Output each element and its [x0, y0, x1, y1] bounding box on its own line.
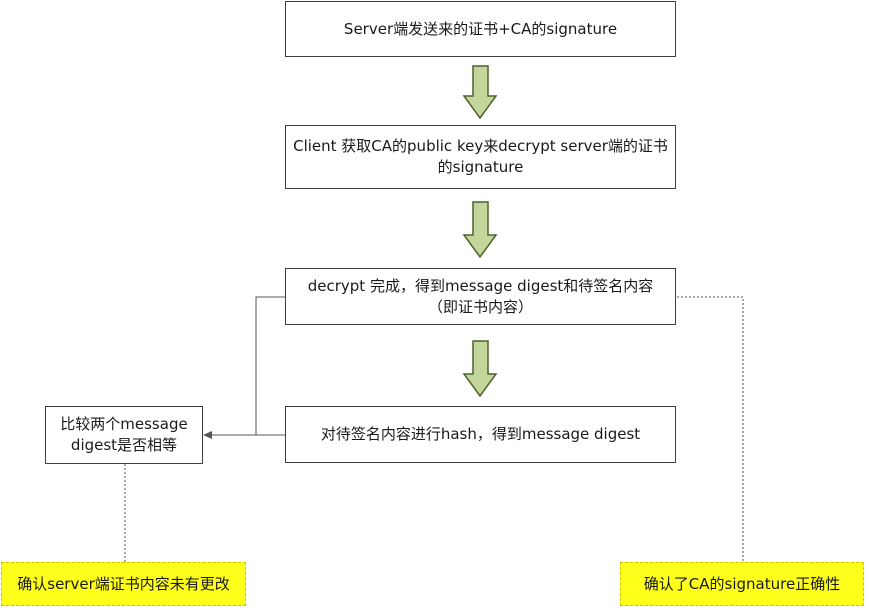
step-3-text-line-2: （即证书内容） [427, 297, 533, 316]
step-hash-content: 对待签名内容进行hash，得到message digest [285, 406, 676, 463]
compare-text-line-2: digest是否相等 [70, 436, 178, 454]
step-1-text: Server端发送来的证书+CA的signature [343, 19, 618, 38]
dashed-connector-decrypt-to-right-note [677, 296, 744, 563]
step-2-text-line-2: 的signature [437, 158, 524, 176]
flow-arrow-down-3 [462, 340, 498, 398]
note-certificate-unchanged: 确认server端证书内容未有更改 [1, 562, 246, 606]
connector-decrypt-to-compare [210, 296, 285, 436]
step-decrypt-complete: decrypt 完成，得到message digest和待签名内容 （即证书内容… [285, 268, 676, 325]
note-left-text: 确认server端证书内容未有更改 [17, 575, 230, 593]
compare-digests-box: 比较两个message digest是否相等 [45, 406, 203, 464]
step-server-certificate: Server端发送来的证书+CA的signature [285, 1, 676, 57]
step-4-text: 对待签名内容进行hash，得到message digest [320, 425, 641, 443]
flow-arrow-down-1 [462, 65, 498, 120]
step-client-decrypt-signature: Client 获取CA的public key来decrypt server端的证… [285, 125, 676, 189]
step-2-text-line-1: Client 获取CA的public key来decrypt server端的证… [293, 137, 668, 155]
flow-arrow-down-2 [462, 201, 498, 259]
note-signature-valid: 确认了CA的signature正确性 [620, 562, 864, 606]
note-right-text: 确认了CA的signature正确性 [643, 575, 841, 593]
step-3-text-line-1: decrypt 完成，得到message digest和待签名内容 [307, 276, 654, 295]
arrowhead-into-compare [203, 431, 212, 439]
compare-text-line-1: 比较两个message [60, 415, 188, 433]
